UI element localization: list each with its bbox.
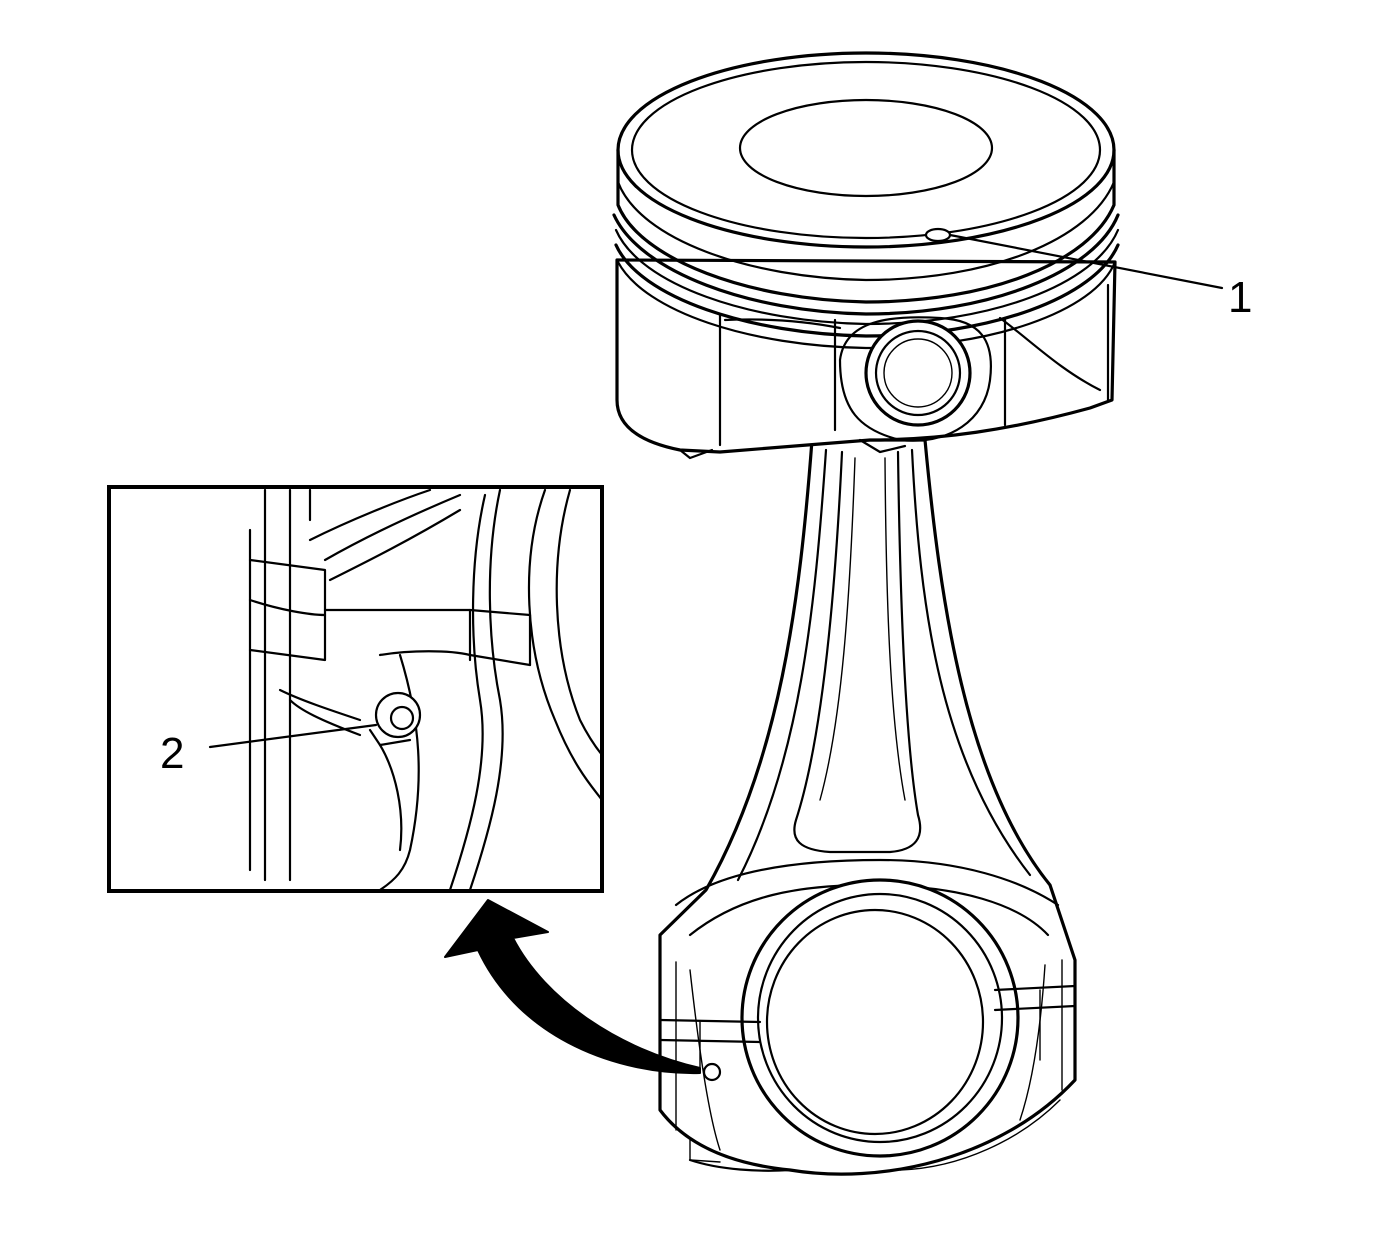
oil-hole-marker <box>702 1062 722 1082</box>
callout-2-label: 2 <box>160 729 184 778</box>
callout-2: 2 <box>160 723 378 778</box>
zoom-arrow <box>444 899 701 1075</box>
inset-frame <box>107 485 604 893</box>
piston-ring-mark <box>924 227 952 243</box>
callout-1: 1 <box>948 233 1252 322</box>
piston <box>612 51 1120 460</box>
callout-1-leader <box>948 233 1224 290</box>
detail-inset <box>107 485 604 893</box>
inset-zoomed-rod <box>248 488 602 891</box>
callout-1-label: 1 <box>1228 273 1252 322</box>
piston-pin <box>864 319 972 427</box>
rod-big-end <box>658 858 1077 1172</box>
callout-2-leader <box>208 723 378 749</box>
curved-arrow-icon <box>444 899 701 1075</box>
